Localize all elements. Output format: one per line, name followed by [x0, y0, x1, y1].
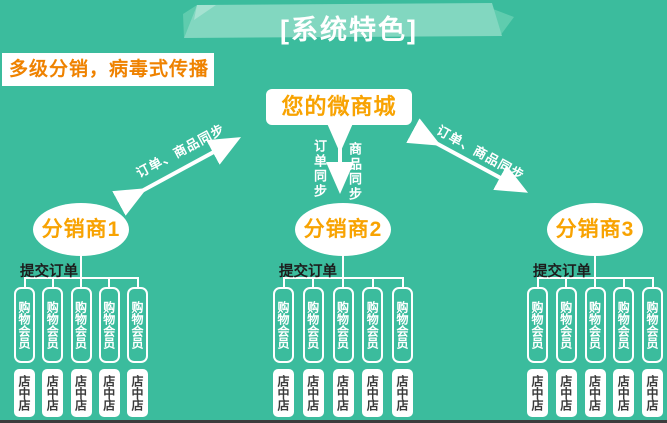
- member-node: 购物会员: [392, 287, 413, 363]
- connector-line: [342, 277, 344, 287]
- store-node: 店中店: [332, 369, 354, 417]
- connector-line: [312, 277, 315, 287]
- connector-line: [51, 277, 54, 287]
- page-title: [系统特色]: [280, 15, 418, 45]
- connector-line: [371, 277, 374, 287]
- right-sync-label: 订单、商品同步: [434, 122, 528, 184]
- member-column: 购物会员店中店: [392, 277, 413, 417]
- store-node: 店中店: [127, 369, 148, 417]
- member-column: 购物会员店中店: [98, 277, 120, 417]
- connector-line: [594, 277, 596, 287]
- member-column: 购物会员店中店: [14, 277, 35, 417]
- member-column: 购物会员店中店: [302, 277, 324, 417]
- distributor-group-1: 分销商1 提交订单 购物会员店中店 购物会员店中店 购物会员店中店 购物会员店中…: [14, 203, 148, 423]
- member-node: 购物会员: [584, 287, 606, 363]
- distributor-group-2: 分销商2 提交订单 购物会员店中店 购物会员店中店 购物会员店中店 购物会员店中…: [273, 203, 413, 423]
- member-node: 购物会员: [642, 287, 663, 363]
- member-column: 购物会员店中店: [127, 277, 148, 417]
- member-node: 购物会员: [555, 287, 577, 363]
- store-node: 店中店: [555, 369, 577, 417]
- member-node: 购物会员: [70, 287, 92, 363]
- member-node: 购物会员: [14, 287, 35, 363]
- store-node: 店中店: [392, 369, 413, 417]
- connector-line: [136, 277, 139, 287]
- connector-line: [282, 277, 285, 287]
- store-node: 店中店: [527, 369, 548, 417]
- member-column: 购物会员店中店: [42, 277, 64, 417]
- member-column: 购物会员店中店: [527, 277, 548, 417]
- member-node: 购物会员: [98, 287, 120, 363]
- connector-line: [342, 254, 344, 279]
- connector-line: [23, 277, 26, 287]
- member-node: 购物会员: [302, 287, 324, 363]
- store-node: 店中店: [42, 369, 64, 417]
- member-column: 购物会员店中店: [362, 277, 384, 417]
- member-column: 购物会员店中店: [555, 277, 577, 417]
- store-node: 店中店: [362, 369, 384, 417]
- store-node: 店中店: [642, 369, 663, 417]
- member-node: 购物会员: [273, 287, 294, 363]
- distributor-node-3: 分销商3: [547, 203, 643, 256]
- connector-line: [401, 277, 404, 287]
- member-column: 购物会员店中店: [584, 277, 606, 417]
- connector-line: [80, 277, 82, 287]
- member-node: 购物会员: [362, 287, 384, 363]
- store-node: 店中店: [584, 369, 606, 417]
- submit-order-label: 提交订单: [533, 264, 591, 280]
- member-column: 购物会员店中店: [613, 277, 635, 417]
- member-node: 购物会员: [527, 287, 548, 363]
- distributor-group-3: 分销商3 提交订单 购物会员店中店 购物会员店中店 购物会员店中店 购物会员店中…: [527, 203, 663, 423]
- middle-sync-label-right: 商品同步: [347, 142, 362, 202]
- member-node: 购物会员: [42, 287, 64, 363]
- banner-ribbon: [系统特色]: [182, 2, 516, 46]
- connector-line: [651, 277, 654, 287]
- member-column: 购物会员店中店: [332, 277, 354, 417]
- store-node: 店中店: [70, 369, 92, 417]
- connector-line: [80, 254, 82, 279]
- member-column: 购物会员店中店: [273, 277, 294, 417]
- mall-node: 您的微商城: [266, 89, 412, 125]
- distributor-node-2: 分销商2: [295, 203, 391, 256]
- left-sync-label: 订单、商品同步: [133, 121, 228, 181]
- ribbon-shape: [183, 3, 514, 38]
- store-node: 店中店: [14, 369, 35, 417]
- member-node: 购物会员: [332, 287, 354, 363]
- connector-line: [536, 277, 539, 287]
- member-column: 购物会员店中店: [70, 277, 92, 417]
- member-node: 购物会员: [613, 287, 635, 363]
- store-node: 店中店: [302, 369, 324, 417]
- middle-sync-label-left: 订单同步: [312, 139, 327, 199]
- member-node: 购物会员: [127, 287, 148, 363]
- connector-line: [594, 254, 596, 279]
- connector-line: [622, 277, 625, 287]
- submit-order-label: 提交订单: [20, 264, 78, 280]
- headline-label: 多级分销，病毒式传播: [2, 53, 214, 86]
- connector-line: [565, 277, 568, 287]
- bottom-border: [0, 420, 667, 423]
- store-node: 店中店: [273, 369, 294, 417]
- store-node: 店中店: [98, 369, 120, 417]
- store-node: 店中店: [613, 369, 635, 417]
- connector-line: [108, 277, 111, 287]
- distributor-node-1: 分销商1: [33, 203, 129, 256]
- submit-order-label: 提交订单: [279, 264, 337, 280]
- member-column: 购物会员店中店: [642, 277, 663, 417]
